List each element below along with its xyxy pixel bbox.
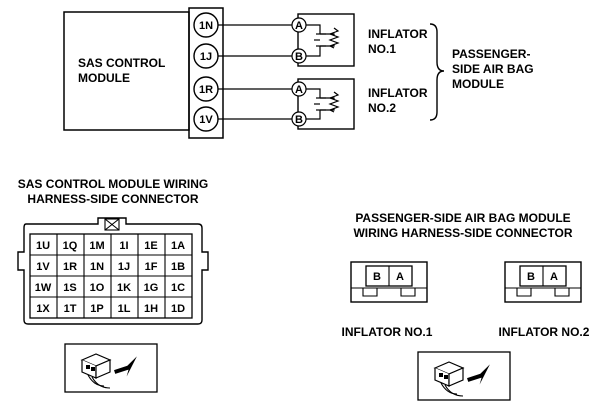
pin-cell: 1J	[118, 261, 130, 273]
pin-cell: 1H	[144, 303, 158, 315]
harness-probe-icon	[64, 343, 158, 393]
latch-icon	[104, 218, 120, 231]
cell-b: B	[373, 271, 381, 283]
terminal-a: A	[295, 84, 303, 96]
pin-cell: 1X	[36, 303, 50, 315]
pin-label: 1N	[199, 20, 213, 32]
pin-cell: 1D	[171, 303, 185, 315]
pin-cell: 1O	[90, 282, 105, 294]
inflator-no1-label: INFLATOR NO.1	[342, 325, 433, 339]
pin-1r: 1R	[193, 76, 219, 102]
pin-1n: 1N	[193, 12, 219, 38]
pin-cells: 1U 1Q 1M 1I 1E 1A 1V 1R 1N 1J 1F 1B 1W 1…	[35, 240, 185, 315]
pin-cell: 1U	[36, 240, 50, 252]
cell-a: A	[396, 271, 404, 283]
pin-cell: 1F	[145, 261, 158, 273]
pin-cell: 1R	[63, 261, 77, 273]
pin-cell: 1T	[64, 303, 77, 315]
harness-probe-icon	[417, 351, 511, 401]
pin-cell: 1C	[171, 282, 185, 294]
airbag-module-line3: MODULE	[452, 77, 504, 91]
pin-cell: 1V	[36, 261, 50, 273]
airbag-module-line2: SIDE AIR BAG	[452, 62, 534, 76]
cell-a: A	[550, 271, 558, 283]
airbag-connector-no1: B A INFLATOR NO.1	[342, 261, 433, 339]
sas-connector-title-line1: SAS CONTROL MODULE WIRING	[18, 177, 208, 191]
sas-control-module: SAS CONTROL MODULE	[63, 7, 224, 139]
sas-connector: 1U 1Q 1M 1I 1E 1A 1V 1R 1N 1J 1F 1B 1W 1…	[17, 217, 209, 325]
connector-housing	[17, 217, 209, 325]
pin-cell: 1W	[35, 282, 52, 294]
pin-cell: 1K	[117, 282, 131, 294]
inflator-box	[297, 78, 355, 130]
pin-cell: 1A	[171, 240, 185, 252]
pin-cell: 1P	[90, 303, 103, 315]
pin-cell: 1E	[144, 240, 157, 252]
connector-housing	[504, 261, 582, 303]
pin-cell: 1M	[89, 240, 104, 252]
brace-icon	[429, 23, 445, 121]
airbag-connector-title-line1: PASSENGER-SIDE AIR BAG MODULE	[355, 211, 570, 225]
cell-b: B	[527, 271, 535, 283]
pin-cell: 1L	[118, 303, 131, 315]
pin-cell: 1Q	[63, 240, 78, 252]
terminal-b: B	[295, 51, 303, 63]
inflator-label-line1: INFLATOR	[368, 86, 428, 100]
module-label-line2: MODULE	[78, 71, 130, 85]
pin-cell: 1I	[119, 240, 128, 252]
inflator-box	[297, 13, 355, 67]
pin-cell: 1S	[63, 282, 76, 294]
squib-icon	[306, 24, 340, 57]
pin-cell: 1G	[144, 282, 159, 294]
squib-icon	[306, 88, 340, 120]
inflator-2: A B INFLATOR NO.2	[291, 78, 428, 130]
pin-cell: 1N	[90, 261, 104, 273]
airbag-connector-no2: B A INFLATOR NO.2	[499, 261, 590, 339]
pin-column	[188, 7, 224, 139]
inflator-1: A B INFLATOR NO.1	[291, 13, 428, 67]
inflator-label-line2: NO.2	[368, 101, 396, 115]
wires	[218, 24, 292, 120]
pin-cell: 1B	[171, 261, 185, 273]
module-label-line1: SAS CONTROL	[78, 56, 165, 70]
inflator-label-line2: NO.1	[368, 42, 396, 56]
terminal-a: A	[295, 20, 303, 32]
pin-1j: 1J	[193, 43, 219, 69]
airbag-module-line1: PASSENGER-	[452, 47, 530, 61]
pin-label: 1V	[199, 114, 213, 126]
inflator-label-line1: INFLATOR	[368, 27, 428, 41]
inflator-no2-label: INFLATOR NO.2	[499, 325, 590, 339]
pin-label: 1R	[199, 84, 213, 96]
airbag-connector-title-line2: WIRING HARNESS-SIDE CONNECTOR	[353, 226, 572, 240]
pin-1v: 1V	[193, 106, 219, 132]
terminal-b: B	[295, 114, 303, 126]
sas-connector-title-line2: HARNESS-SIDE CONNECTOR	[27, 192, 198, 206]
pin-label: 1J	[200, 51, 212, 63]
connector-housing	[350, 261, 428, 303]
pin-grid-lines	[30, 234, 192, 318]
